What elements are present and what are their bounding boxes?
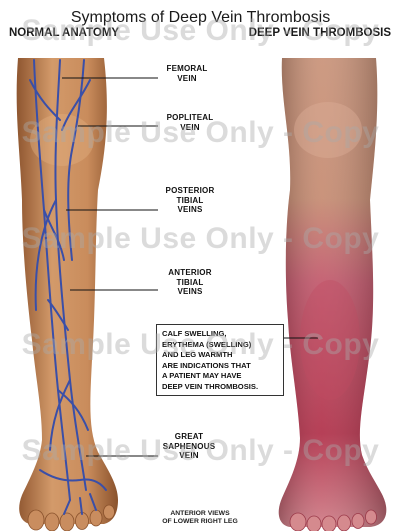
diagram-title: Symptoms of Deep Vein Thrombosis (0, 9, 401, 27)
normal-leg (17, 58, 118, 531)
label-popliteal-vein: POPLITEAL VEIN (160, 113, 220, 132)
footer-caption: ANTERIOR VIEWS OF LOWER RIGHT LEG (130, 510, 270, 526)
dvt-callout-box: CALF SWELLING, ERYTHEMA (SWELLING) AND L… (156, 324, 284, 396)
label-anterior-tibial-veins: ANTERIOR TIBIAL VEINS (160, 268, 220, 297)
label-great-saphenous-vein: GREAT SAPHENOUS VEIN (156, 432, 222, 461)
normal-anatomy-heading: NORMAL ANATOMY (9, 27, 119, 39)
label-femoral-vein: FEMORAL VEIN (160, 64, 214, 83)
label-posterior-tibial-veins: POSTERIOR TIBIAL VEINS (160, 186, 220, 215)
dvt-leg (279, 58, 387, 531)
dvt-heading: DEEP VEIN THROMBOSIS (249, 27, 391, 39)
